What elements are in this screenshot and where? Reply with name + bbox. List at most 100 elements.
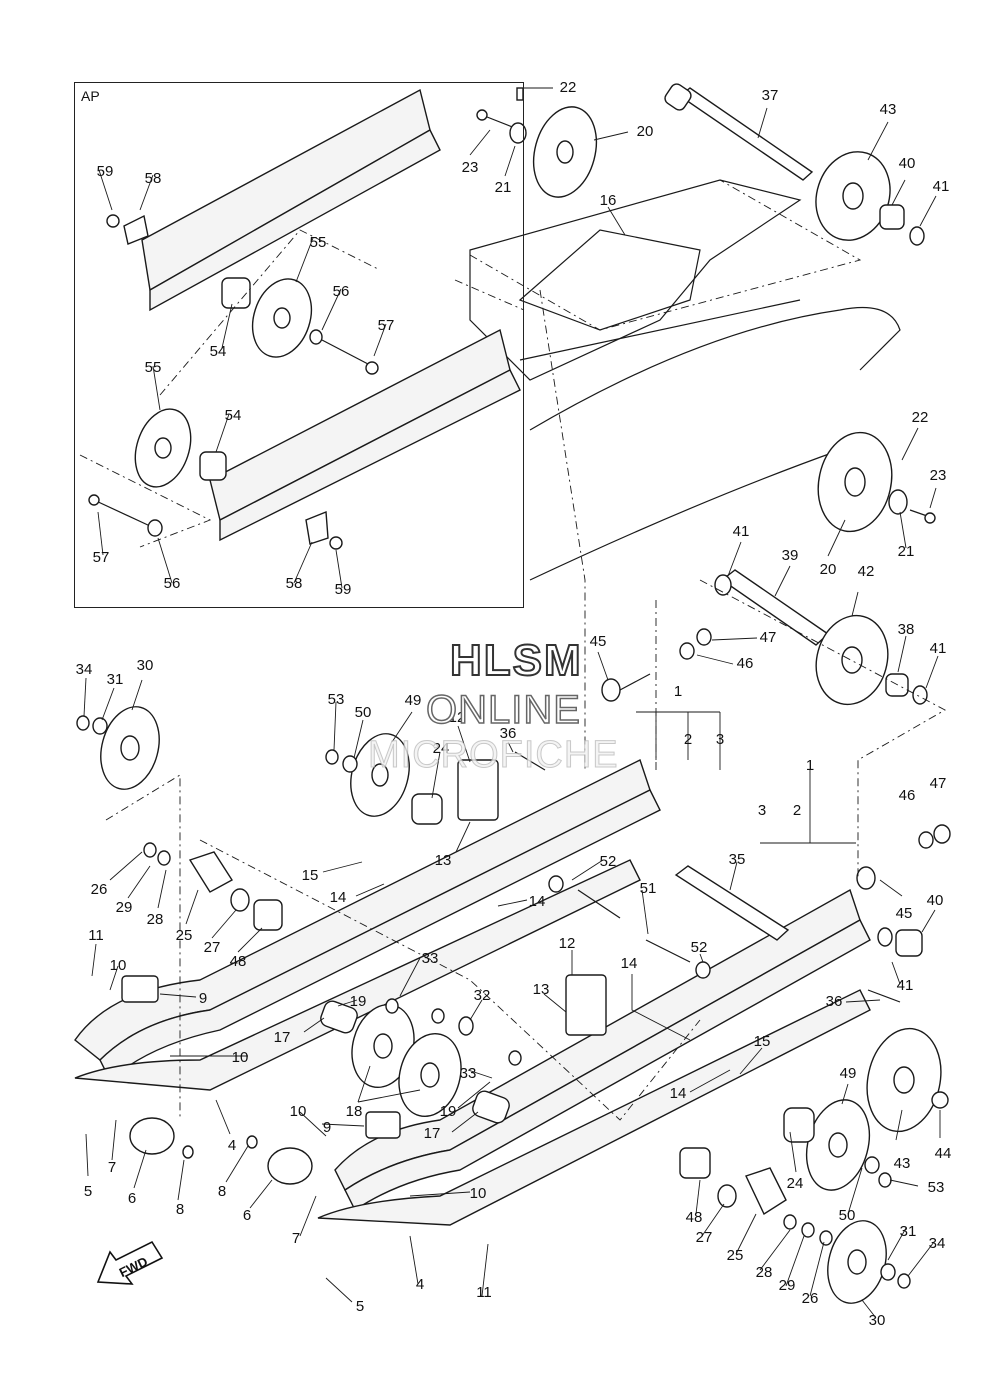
callout-25: 25 <box>727 1247 744 1264</box>
callout-8: 8 <box>218 1183 226 1200</box>
callout-34: 34 <box>76 661 93 678</box>
callout-11: 11 <box>476 1284 492 1301</box>
callout-9: 9 <box>323 1119 331 1136</box>
callout-59: 59 <box>97 163 114 180</box>
callout-23: 23 <box>462 159 479 176</box>
callout-50: 50 <box>355 704 372 721</box>
callout-18: 18 <box>346 1103 363 1120</box>
callout-12: 12 <box>449 709 466 726</box>
callout-41: 41 <box>733 523 750 540</box>
callout-55: 55 <box>145 359 162 376</box>
callout-33: 33 <box>422 950 439 967</box>
callout-43: 43 <box>894 1155 911 1172</box>
callout-36: 36 <box>500 725 517 742</box>
callout-44: 44 <box>935 1145 952 1162</box>
callout-24: 24 <box>787 1175 804 1192</box>
callout-49: 49 <box>405 692 422 709</box>
callout-15: 15 <box>754 1033 771 1050</box>
callout-29: 29 <box>779 1277 796 1294</box>
callout-11: 11 <box>88 927 104 944</box>
callout-19: 19 <box>350 993 367 1010</box>
callout-3: 3 <box>758 802 766 819</box>
callout-6: 6 <box>128 1190 136 1207</box>
callout-13: 13 <box>533 981 550 998</box>
callout-10: 10 <box>470 1185 487 1202</box>
callout-12: 12 <box>559 935 576 952</box>
callout-7: 7 <box>292 1230 300 1247</box>
callout-5: 5 <box>356 1298 364 1315</box>
callout-41: 41 <box>933 178 950 195</box>
callout-38: 38 <box>898 621 915 638</box>
callout-39: 39 <box>782 547 799 564</box>
callout-43: 43 <box>880 101 897 118</box>
callout-9: 9 <box>199 990 207 1007</box>
callout-13: 13 <box>435 852 452 869</box>
callout-8: 8 <box>176 1201 184 1218</box>
callout-58: 58 <box>145 170 162 187</box>
callout-59: 59 <box>335 581 352 598</box>
callout-46: 46 <box>737 655 754 672</box>
callout-30: 30 <box>869 1312 886 1329</box>
callout-41: 41 <box>930 640 947 657</box>
callout-14: 14 <box>529 893 546 910</box>
callout-4: 4 <box>228 1137 236 1154</box>
callout-14: 14 <box>621 955 638 972</box>
callout-2: 2 <box>684 731 692 748</box>
callout-45: 45 <box>896 905 913 922</box>
callout-52: 52 <box>691 939 708 956</box>
callout-17: 17 <box>274 1029 291 1046</box>
callout-14: 14 <box>330 889 347 906</box>
callout-10: 10 <box>290 1103 307 1120</box>
callout-47: 47 <box>760 629 777 646</box>
callout-32: 32 <box>474 987 491 1004</box>
callout-22: 22 <box>912 409 929 426</box>
callout-21: 21 <box>898 543 915 560</box>
callout-30: 30 <box>137 657 154 674</box>
callout-17: 17 <box>424 1125 441 1142</box>
callout-53: 53 <box>928 1179 945 1196</box>
callout-24: 24 <box>433 740 450 757</box>
callout-3: 3 <box>716 731 724 748</box>
callout-10: 10 <box>232 1049 249 1066</box>
callout-10: 10 <box>110 957 127 974</box>
forward-arrow-icon: FWD <box>96 1240 164 1285</box>
callout-25: 25 <box>176 927 193 944</box>
callout-28: 28 <box>756 1264 773 1281</box>
callout-1: 1 <box>806 757 814 774</box>
callout-31: 31 <box>107 671 124 688</box>
callout-48: 48 <box>230 953 247 970</box>
slide-rails <box>74 706 951 1304</box>
callout-20: 20 <box>820 561 837 578</box>
inset-frame <box>74 82 524 608</box>
callout-20: 20 <box>637 123 654 140</box>
callout-42: 42 <box>858 563 875 580</box>
callout-54: 54 <box>225 407 242 424</box>
callout-6: 6 <box>243 1207 251 1224</box>
callout-37: 37 <box>762 87 779 104</box>
callout-26: 26 <box>802 1290 819 1307</box>
callout-40: 40 <box>927 892 944 909</box>
callout-36: 36 <box>826 993 843 1010</box>
callout-14: 14 <box>670 1085 687 1102</box>
callout-7: 7 <box>108 1159 116 1176</box>
callout-41: 41 <box>897 977 914 994</box>
leader-lines <box>83 87 941 1319</box>
callout-31: 31 <box>900 1223 917 1240</box>
callout-50: 50 <box>839 1207 856 1224</box>
callout-56: 56 <box>333 283 350 300</box>
callout-1: 1 <box>674 683 682 700</box>
callout-45: 45 <box>590 633 607 650</box>
callout-2: 2 <box>793 802 801 819</box>
callout-16: 16 <box>600 192 617 209</box>
callout-40: 40 <box>899 155 916 172</box>
callout-55: 55 <box>310 234 327 251</box>
callout-57: 57 <box>93 549 110 566</box>
callout-5: 5 <box>84 1183 92 1200</box>
assembly-guides <box>79 229 946 1121</box>
callout-54: 54 <box>210 343 227 360</box>
callout-34: 34 <box>929 1235 946 1252</box>
callout-46: 46 <box>899 787 916 804</box>
callout-51: 51 <box>640 880 657 897</box>
